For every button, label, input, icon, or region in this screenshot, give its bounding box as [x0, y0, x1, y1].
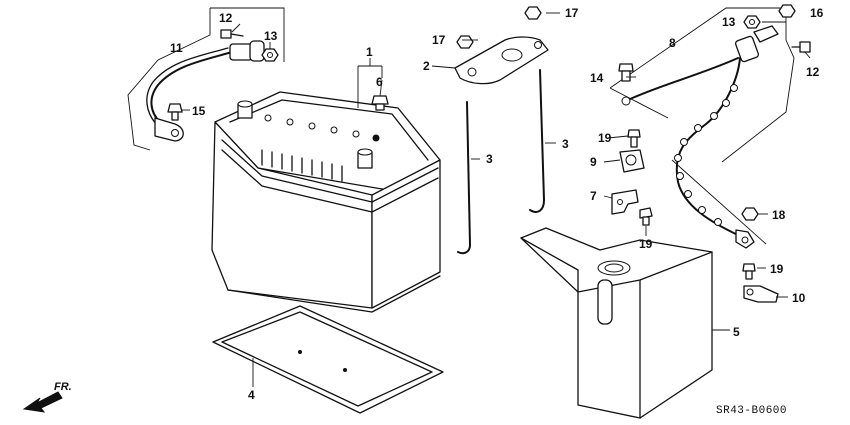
leader-lines [231, 12, 811, 298]
nut-16 [778, 4, 796, 18]
battery-tray [212, 305, 444, 414]
clip-9 [619, 149, 645, 173]
bolt-cap-6 [371, 95, 389, 111]
callout-battery-box: 5 [733, 325, 740, 339]
callout-terminal-10: 10 [792, 291, 806, 305]
callout-nut-17-left: 17 [432, 33, 446, 47]
bolt-12-right [791, 41, 811, 53]
callout-labels: 1 2 3 3 4 5 6 7 8 9 10 11 12 12 13 13 14… [170, 6, 824, 402]
direction-label: FR. [54, 381, 72, 393]
bolt-15 [167, 103, 190, 121]
callout-nut-18: 18 [772, 208, 786, 222]
nut-13-right [743, 15, 761, 29]
drawing-code: SR43-B0600 [716, 405, 787, 417]
clamp-7 [611, 189, 639, 215]
callout-bolt-14: 14 [590, 71, 604, 85]
callout-nut-13-right: 13 [722, 15, 736, 29]
battery-post-left [237, 100, 253, 119]
battery-ribs [261, 149, 343, 182]
callout-battery: 1 [366, 45, 373, 59]
harness-beads [674, 84, 738, 226]
nut-18 [741, 207, 759, 221]
nut-17-left [456, 35, 474, 49]
bolt-3-left [457, 101, 480, 255]
front-direction-arrow: FR. [22, 381, 72, 413]
ground-cable [609, 7, 795, 249]
battery-box [520, 227, 730, 419]
callout-battery-tray: 4 [248, 388, 255, 402]
callout-battery-bracket: 2 [423, 59, 430, 73]
bolt-3-right [529, 69, 556, 213]
nut-17-top [524, 6, 542, 20]
bolt-19-b [639, 207, 653, 226]
battery-post-right [357, 148, 373, 169]
bolt-19-c [742, 263, 756, 280]
callout-ground-cable: 8 [669, 36, 676, 50]
callout-bolt-right: 3 [562, 137, 569, 151]
callout-bolt-cap: 6 [376, 75, 383, 89]
callout-bolt-19-c: 19 [770, 262, 784, 276]
terminal-10 [743, 285, 779, 303]
bolt-12-left [220, 29, 244, 39]
callout-bolt-15: 15 [192, 104, 206, 118]
callout-clamp-7: 7 [590, 189, 597, 203]
callout-bolt-19-b: 19 [639, 237, 653, 251]
bolt-19-a [627, 129, 641, 148]
bolt-14 [618, 63, 634, 82]
callout-nut-13-left: 13 [264, 29, 278, 43]
callout-bolt-12-right: 12 [806, 65, 820, 79]
battery [211, 79, 441, 313]
callout-nut-16: 16 [810, 6, 824, 20]
callout-nut-17-top: 17 [565, 6, 579, 20]
callout-starter-cable: 11 [170, 41, 183, 55]
callout-bolt-left: 3 [486, 152, 493, 166]
callout-bolt-12-left: 12 [219, 11, 233, 25]
battery-bracket [454, 36, 549, 85]
callout-clip-9: 9 [590, 155, 597, 169]
callout-bolt-19-a: 19 [598, 131, 612, 145]
starter-cable [127, 7, 285, 151]
nut-13-left [261, 48, 279, 62]
